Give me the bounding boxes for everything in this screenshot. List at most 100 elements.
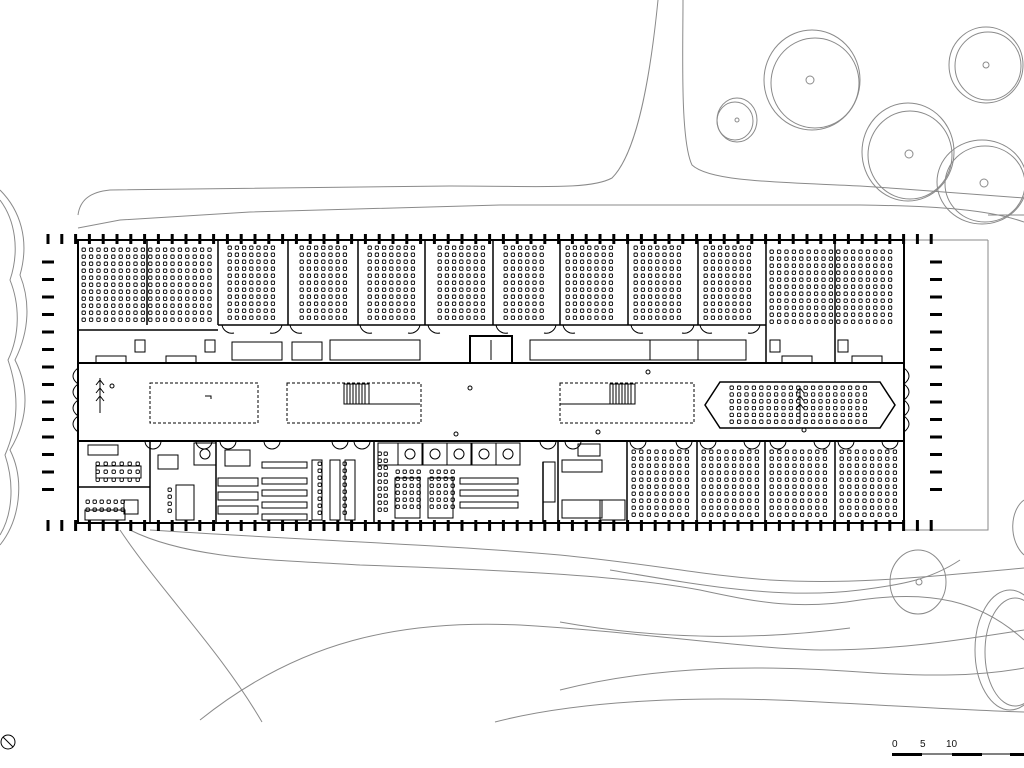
seat	[381, 294, 387, 299]
seat	[88, 296, 94, 301]
seat	[709, 491, 714, 496]
seat	[594, 245, 599, 250]
seat	[828, 249, 834, 254]
seat	[640, 252, 646, 257]
seat	[729, 419, 734, 424]
seat	[784, 270, 789, 275]
seat	[833, 419, 838, 424]
seat	[565, 252, 570, 257]
seat	[185, 282, 190, 287]
seat	[716, 505, 722, 510]
seat	[185, 247, 190, 252]
seat	[717, 308, 723, 313]
seat	[892, 484, 898, 489]
seat	[342, 503, 347, 508]
seat	[813, 256, 819, 261]
seat	[170, 261, 175, 266]
seat	[381, 259, 387, 264]
seat	[256, 245, 261, 250]
seat	[717, 245, 723, 250]
seat	[746, 273, 752, 278]
seat	[436, 476, 441, 481]
seat	[843, 277, 848, 282]
seat	[746, 294, 752, 299]
seat	[466, 294, 471, 299]
seat	[703, 245, 708, 250]
seat	[389, 308, 394, 313]
seat	[813, 298, 819, 303]
seat	[579, 259, 585, 264]
seat	[510, 294, 516, 299]
seat	[572, 287, 578, 292]
seat	[877, 456, 882, 461]
seat	[389, 280, 394, 285]
seat	[125, 247, 131, 252]
seat	[539, 259, 544, 264]
seat	[594, 315, 599, 320]
seat	[111, 247, 116, 252]
seat	[443, 504, 448, 509]
seat	[321, 315, 326, 320]
seat	[799, 484, 805, 489]
seat	[466, 301, 471, 306]
seat	[299, 308, 304, 313]
seat	[162, 282, 168, 287]
seat	[403, 301, 408, 306]
seat	[631, 498, 636, 503]
seat	[444, 259, 450, 264]
seat	[703, 294, 708, 299]
seat	[791, 256, 797, 261]
seat	[111, 296, 116, 301]
seat	[81, 303, 86, 308]
seat	[96, 268, 101, 273]
seat	[791, 277, 797, 282]
seat	[873, 298, 878, 303]
seat	[769, 256, 774, 261]
seat	[725, 301, 730, 306]
seat	[716, 470, 722, 475]
seat	[444, 273, 450, 278]
seat	[207, 317, 212, 322]
seat	[367, 301, 372, 306]
seat	[791, 263, 797, 268]
seat	[736, 419, 742, 424]
seat	[601, 294, 606, 299]
seat	[724, 484, 729, 489]
seat	[739, 315, 744, 320]
seat	[148, 282, 153, 287]
seat	[103, 275, 109, 280]
seat	[328, 266, 333, 271]
seat	[662, 266, 667, 271]
seat	[725, 294, 730, 299]
seat	[887, 270, 893, 275]
seat	[601, 266, 606, 271]
seat	[724, 456, 729, 461]
seat	[725, 273, 730, 278]
seat	[306, 259, 312, 264]
seat	[572, 252, 578, 257]
seat	[662, 280, 667, 285]
seat	[709, 449, 714, 454]
seat	[825, 399, 831, 404]
seat	[633, 315, 638, 320]
seat	[855, 392, 860, 397]
seat	[633, 266, 638, 271]
seat	[313, 266, 319, 271]
seat	[746, 259, 752, 264]
seat	[885, 498, 890, 503]
seat	[792, 512, 797, 517]
seat	[840, 405, 845, 411]
seat	[869, 463, 875, 468]
seat	[162, 310, 168, 315]
seat	[799, 305, 804, 310]
seat	[739, 498, 744, 503]
seat	[525, 315, 530, 320]
seat	[601, 280, 606, 285]
seat	[342, 496, 347, 501]
seat	[192, 268, 197, 273]
seat	[342, 461, 347, 466]
seat	[594, 266, 599, 271]
seat	[631, 477, 636, 482]
seat	[111, 289, 116, 294]
seat	[317, 482, 322, 487]
